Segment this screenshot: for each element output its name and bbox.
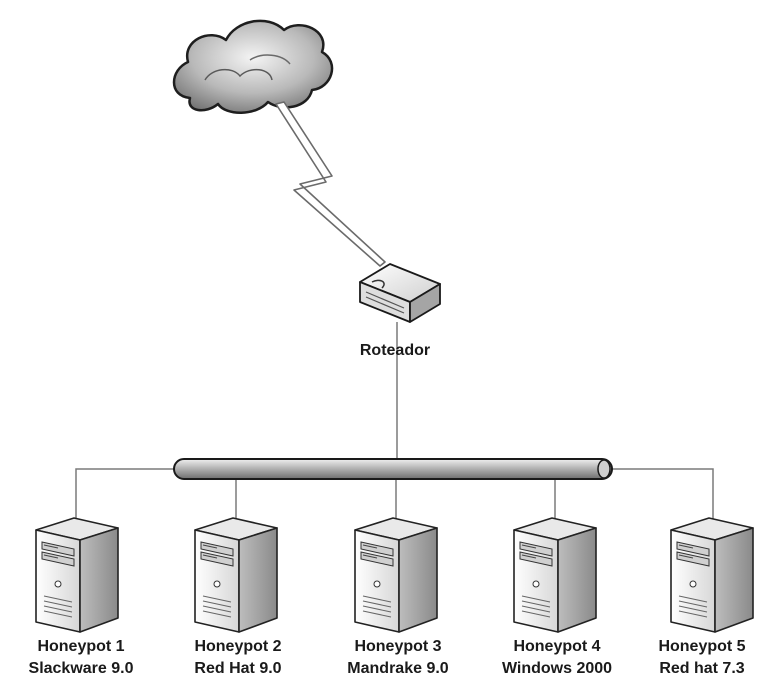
honeypot-os: Red hat 7.3 xyxy=(659,660,745,677)
honeypot-label: Honeypot 1 Slackware 9.0 xyxy=(6,636,156,680)
honeypot-os: Mandrake 9.0 xyxy=(347,660,449,677)
branch-lines xyxy=(75,468,714,522)
honeypot-label: Honeypot 2 Red Hat 9.0 xyxy=(163,636,313,680)
honeypot-label: Honeypot 5 Red hat 7.3 xyxy=(640,636,764,680)
server-icon xyxy=(354,517,438,633)
network-bus xyxy=(173,458,613,480)
honeypot-label: Honeypot 4 Windows 2000 xyxy=(482,636,632,680)
server-icon xyxy=(670,517,754,633)
router-label: Roteador xyxy=(359,342,431,359)
honeypot-os: Slackware 9.0 xyxy=(28,660,134,677)
honeypot-name: Honeypot 2 xyxy=(194,638,282,655)
wan-link xyxy=(275,101,386,267)
server-icon xyxy=(194,517,278,633)
honeypot-os: Red Hat 9.0 xyxy=(194,660,282,677)
router-icon xyxy=(359,263,441,323)
honeypot-name: Honeypot 1 xyxy=(37,638,125,655)
honeypot-os: Windows 2000 xyxy=(501,660,613,677)
honeypot-name: Honeypot 5 xyxy=(658,638,746,655)
honeypot-name: Honeypot 4 xyxy=(513,638,601,655)
cloud-icon xyxy=(172,19,334,114)
server-icon xyxy=(513,517,597,633)
server-icon xyxy=(35,517,119,633)
honeypot-name: Honeypot 3 xyxy=(354,638,442,655)
honeypot-label: Honeypot 3 Mandrake 9.0 xyxy=(323,636,473,680)
